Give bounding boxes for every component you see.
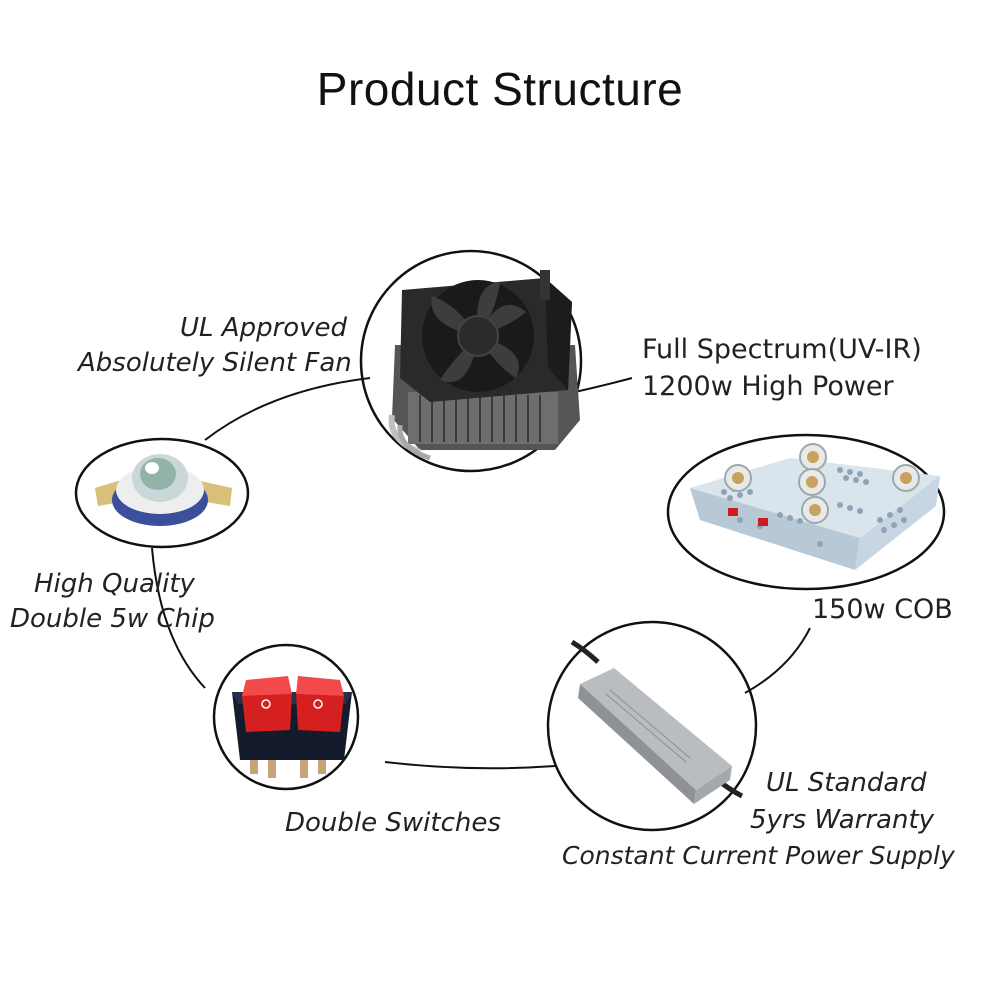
connector-switch-power <box>384 761 556 770</box>
power-label-line2: 5yrs Warranty <box>750 805 935 835</box>
spectrum-label-line2: 1200w High Power <box>642 371 894 402</box>
connector-power-cob <box>744 627 811 694</box>
chip-circle <box>74 437 250 549</box>
connector-fan-chip <box>204 377 371 441</box>
power-circle <box>546 620 758 832</box>
grow-light-panel-image <box>690 443 940 570</box>
switch-circle <box>212 643 360 791</box>
rocker-switches-image <box>232 676 352 778</box>
power-supply-image <box>570 639 744 804</box>
connector-lines <box>151 377 811 770</box>
spectrum-label-line1: Full Spectrum(UV-IR) <box>642 334 922 365</box>
power-label-line1: UL Standard <box>766 768 927 798</box>
fan-circle <box>359 249 583 473</box>
panel-circle <box>666 433 946 591</box>
led-chip-image <box>95 454 232 526</box>
connector-chip-switch <box>151 547 206 689</box>
fan-label-line1: UL Approved <box>180 313 348 343</box>
chip-label-line1: High Quality <box>34 569 195 599</box>
fan-heatsink-image <box>388 270 580 461</box>
switches-label: Double Switches <box>285 808 501 838</box>
fan-label-line2: Absolutely Silent Fan <box>78 348 352 378</box>
power-label-line3: Constant Current Power Supply <box>562 841 955 870</box>
connector-fan-spectrum <box>574 377 633 393</box>
page-title: Product Structure <box>316 63 684 115</box>
chip-label-line2: Double 5w Chip <box>10 604 215 634</box>
cob-label: 150w COB <box>812 594 953 625</box>
